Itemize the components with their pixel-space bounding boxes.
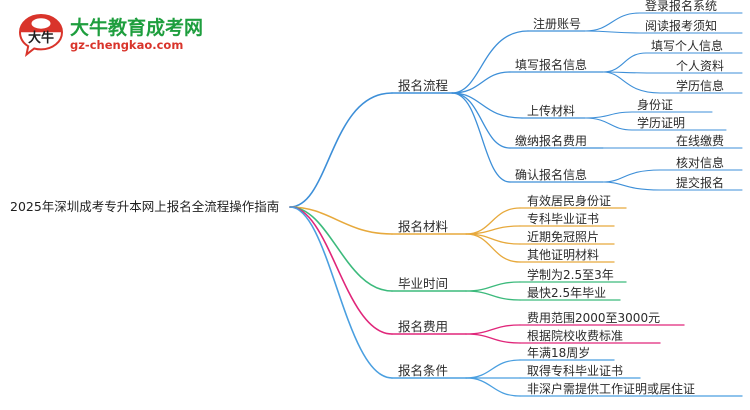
node-tianxiebaomingxinxi[interactable]: 填写报名信息 bbox=[515, 58, 588, 72]
node-zhuceZhanghao[interactable]: 注册账号 bbox=[533, 17, 582, 31]
leaf-qudezhuankebiyezhengshu[interactable]: 取得专科毕业证书 bbox=[527, 364, 624, 378]
leaf-feiyongfanwei2000zhi3000yuan[interactable]: 费用范围2000至3000元 bbox=[527, 311, 661, 325]
leaf-tianxiegerenxinxi[interactable]: 填写个人信息 bbox=[651, 39, 724, 53]
site-logo[interactable]: 大牛 大牛教育成考网 gz-chengkao.com bbox=[18, 10, 233, 60]
branch-node-baomingcailiao[interactable]: 报名材料 bbox=[398, 219, 449, 234]
leaf-zaixianjiaofei[interactable]: 在线缴费 bbox=[676, 134, 725, 148]
leaf-yuedubaokaoxuzhi[interactable]: 阅读报考须知 bbox=[645, 19, 718, 33]
link-root-b2 bbox=[289, 206, 393, 292]
mindmap-root-node[interactable]: 2025年深圳成考专升本网上报名全流程操作指南 bbox=[10, 199, 280, 214]
leaf-nianman18zhousui[interactable]: 年满18周岁 bbox=[527, 346, 591, 360]
leaf-heduixinxi[interactable]: 核对信息 bbox=[676, 156, 725, 170]
leaf-genjuyuanxiaoshoufeibiaozhun[interactable]: 根据院校收费标准 bbox=[527, 329, 624, 343]
leaf-shenfenzheng[interactable]: 身份证 bbox=[637, 98, 674, 112]
logo-text-group: 大牛教育成考网 gz-chengkao.com bbox=[70, 18, 203, 52]
leaf-gerenziliao[interactable]: 个人资料 bbox=[676, 59, 725, 73]
link-root-b4 bbox=[289, 206, 393, 379]
leaf-qitazhengmingcailiao[interactable]: 其他证明材料 bbox=[527, 248, 600, 262]
node-shangchuancailiao[interactable]: 上传材料 bbox=[527, 104, 576, 118]
leaf-tijiaobaoming[interactable]: 提交报名 bbox=[676, 176, 725, 190]
leaf-xuezhiwei25zhi3nian[interactable]: 学制为2.5至3年 bbox=[527, 268, 614, 282]
logo-domain: gz-chengkao.com bbox=[70, 38, 184, 52]
leaf-xuelixinxi[interactable]: 学历信息 bbox=[676, 79, 725, 93]
node-querenbaomingxinxi[interactable]: 确认报名信息 bbox=[515, 168, 588, 182]
link-root-b0 bbox=[289, 92, 393, 208]
svg-text:大牛: 大牛 bbox=[28, 30, 54, 46]
link-root-b3 bbox=[289, 206, 393, 335]
branch-node-biyeshijian[interactable]: 毕业时间 bbox=[398, 276, 449, 291]
logo-mark-icon: 大牛 bbox=[18, 13, 64, 57]
branch-node-baomingfeiyong[interactable]: 报名费用 bbox=[398, 319, 449, 334]
logo-name: 大牛教育成考网 bbox=[70, 17, 204, 39]
leaf-feishenhuxutigongGongzuozhengming[interactable]: 非深户需提供工作证明或居住证 bbox=[527, 382, 696, 396]
node-jiaonabaomingfeiyong[interactable]: 缴纳报名费用 bbox=[515, 134, 588, 148]
branch-node-baomingliucheng[interactable]: 报名流程 bbox=[398, 78, 449, 93]
leaf-xuelizhengming[interactable]: 学历证明 bbox=[637, 116, 686, 130]
link-root-b1 bbox=[289, 206, 393, 235]
leaf-youxiaojuminshenfenzheng[interactable]: 有效居民身份证 bbox=[527, 194, 612, 208]
branch-node-baomingtiaojian[interactable]: 报名条件 bbox=[398, 363, 449, 378]
leaf-zuikuai25nianbiye[interactable]: 最快2.5年毕业 bbox=[527, 286, 607, 300]
leaf-jinqimianguanzhaopian[interactable]: 近期免冠照片 bbox=[527, 230, 600, 244]
leaf-denglubaomingxitong[interactable]: 登录报名系统 bbox=[645, 0, 718, 13]
leaf-zhuankebiyezhengshu[interactable]: 专科毕业证书 bbox=[527, 212, 600, 226]
